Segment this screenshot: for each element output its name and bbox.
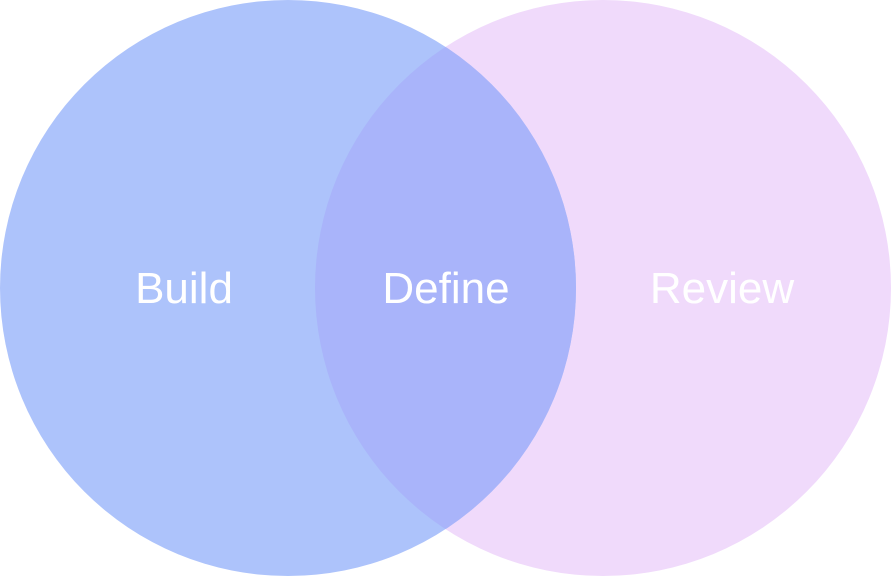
intersection-define <box>315 0 576 576</box>
label-define: Define <box>382 264 509 313</box>
label-review: Review <box>650 264 794 313</box>
label-build: Build <box>135 264 233 313</box>
